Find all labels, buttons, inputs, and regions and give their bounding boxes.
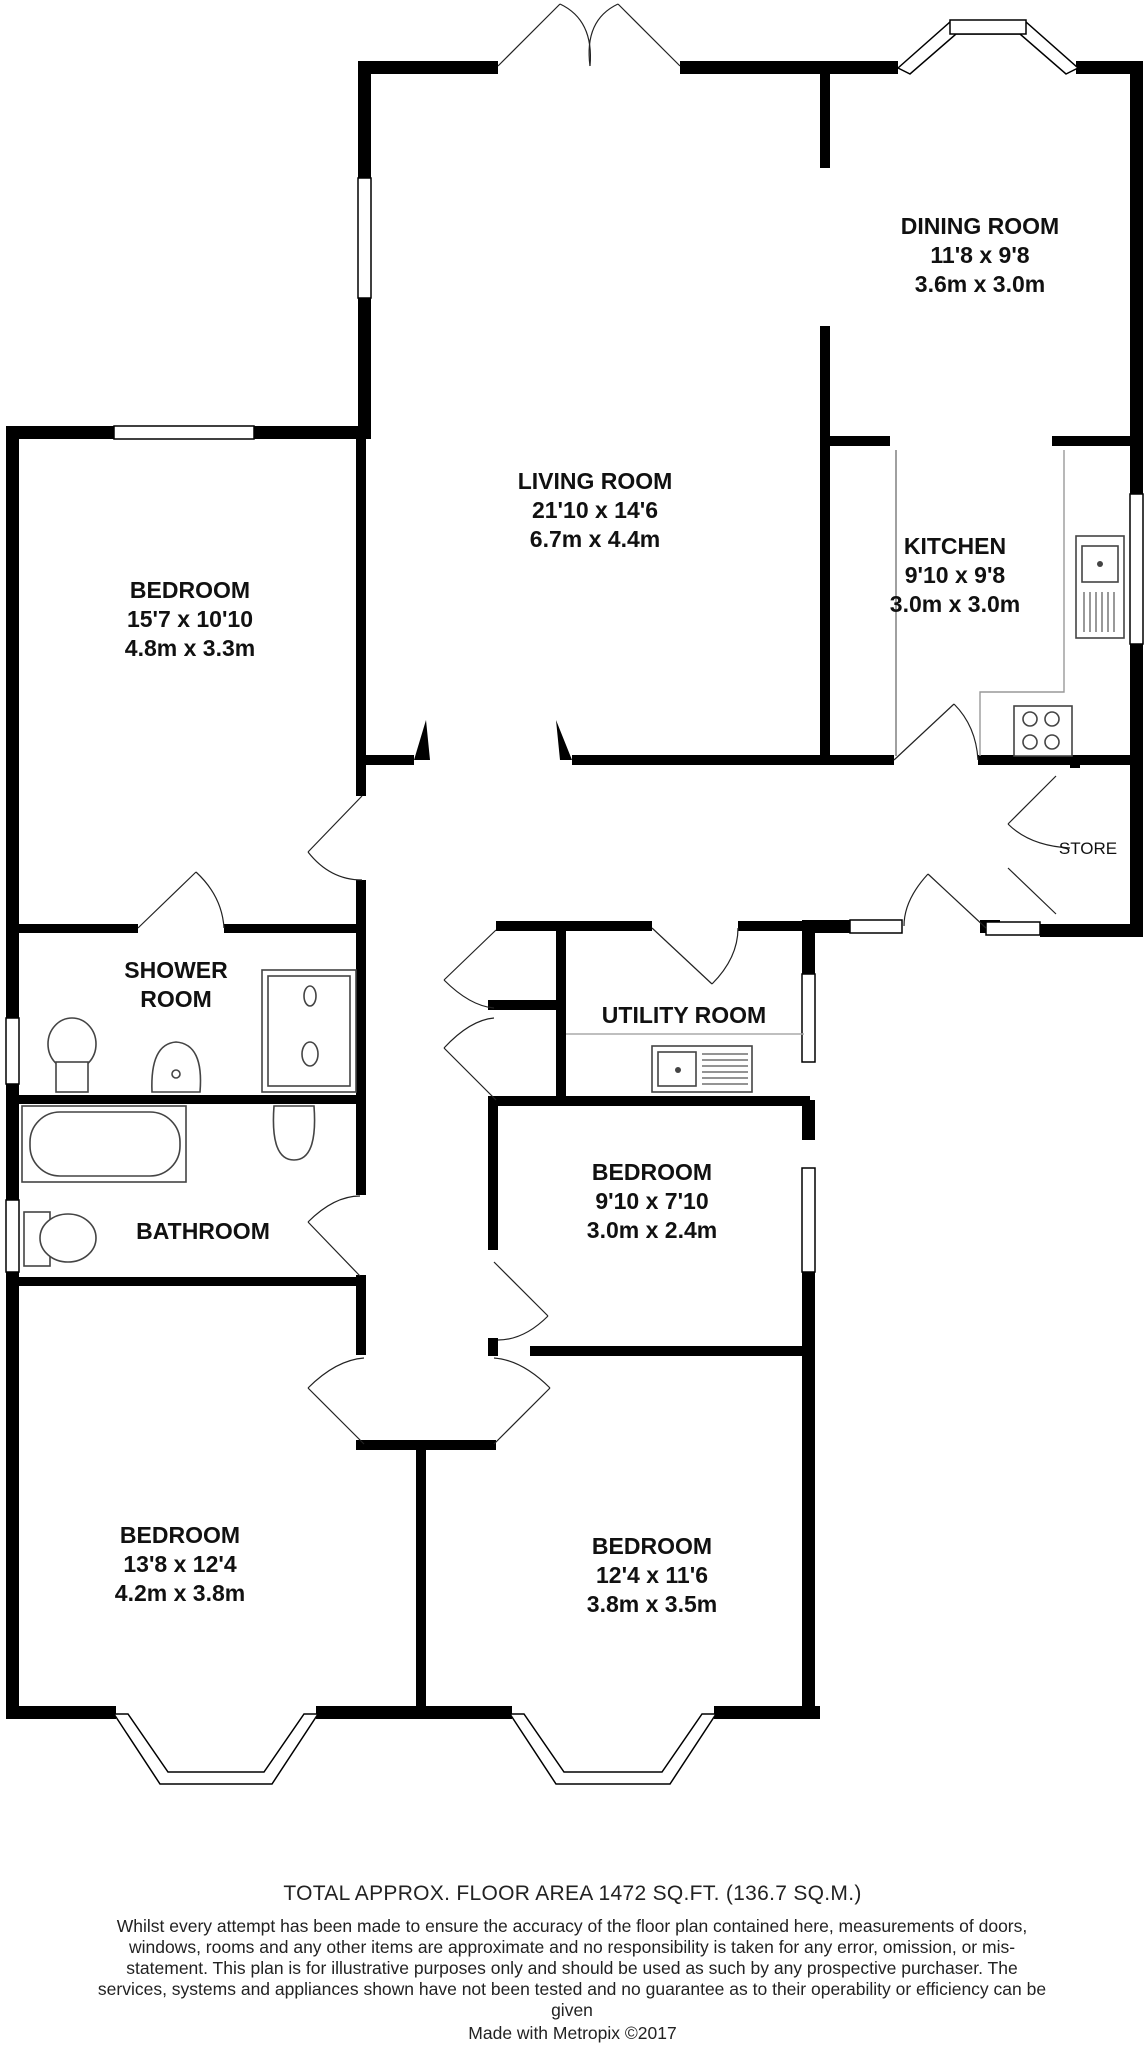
room-label-bedroom-1: BEDROOM 15'7 x 10'10 4.8m x 3.3m bbox=[125, 576, 255, 663]
internal-walls bbox=[14, 70, 1143, 1716]
room-dimensions-metric: 3.6m x 3.0m bbox=[914, 271, 1046, 297]
room-name: BATHROOM bbox=[136, 1218, 270, 1244]
room-label-bedroom-4: BEDROOM 12'4 x 11'6 3.8m x 3.5m bbox=[587, 1532, 717, 1619]
room-dimensions-metric: 6.7m x 4.4m bbox=[529, 526, 661, 552]
room-name: DINING ROOM bbox=[900, 213, 1060, 239]
metropix-credit: Made with Metropix ©2017 bbox=[468, 2023, 677, 2043]
room-name: BEDROOM bbox=[129, 577, 251, 603]
room-name: BEDROOM bbox=[119, 1522, 241, 1548]
room-label-kitchen: KITCHEN 9'10 x 9'8 3.0m x 3.0m bbox=[890, 532, 1020, 619]
room-dimensions-imperial: 9'10 x 9'8 bbox=[904, 562, 1006, 588]
room-name: STORE bbox=[1058, 839, 1118, 858]
room-label-store: STORE bbox=[1059, 834, 1117, 863]
room-label-bedroom-2: BEDROOM 9'10 x 7'10 3.0m x 2.4m bbox=[587, 1158, 717, 1245]
room-dimensions-imperial: 21'10 x 14'6 bbox=[531, 497, 659, 523]
room-name: BEDROOM bbox=[591, 1533, 713, 1559]
room-label-dining-room: DINING ROOM 11'8 x 9'8 3.6m x 3.0m bbox=[901, 212, 1059, 299]
room-name-line2: ROOM bbox=[140, 986, 212, 1012]
room-label-bedroom-3: BEDROOM 13'8 x 12'4 4.2m x 3.8m bbox=[115, 1521, 245, 1608]
room-label-shower-room: SHOWER ROOM bbox=[124, 956, 228, 1014]
room-name: KITCHEN bbox=[903, 533, 1007, 559]
room-dimensions-imperial: 15'7 x 10'10 bbox=[126, 606, 254, 632]
room-dimensions-imperial: 11'8 x 9'8 bbox=[930, 242, 1030, 268]
room-dimensions-imperial: 13'8 x 12'4 bbox=[123, 1551, 237, 1577]
room-name: UTILITY ROOM bbox=[601, 1002, 767, 1028]
outer-walls bbox=[6, 61, 1143, 1719]
room-label-living-room: LIVING ROOM 21'10 x 14'6 6.7m x 4.4m bbox=[518, 467, 673, 554]
room-dimensions-metric: 3.8m x 3.5m bbox=[586, 1591, 718, 1617]
room-dimensions-metric: 4.8m x 3.3m bbox=[124, 635, 256, 661]
room-dimensions-metric: 4.2m x 3.8m bbox=[114, 1580, 246, 1606]
room-dimensions-imperial: 12'4 x 11'6 bbox=[595, 1562, 708, 1588]
fixtures bbox=[21, 450, 1125, 1267]
room-label-utility-room: UTILITY ROOM bbox=[602, 1001, 766, 1030]
room-name: LIVING ROOM bbox=[517, 468, 673, 494]
room-name: SHOWER bbox=[124, 957, 228, 983]
doors bbox=[137, 3, 1071, 1445]
room-dimensions-metric: 3.0m x 2.4m bbox=[586, 1217, 718, 1243]
disclaimer-text: Whilst every attempt has been made to en… bbox=[97, 1916, 1047, 2020]
room-name: BEDROOM bbox=[591, 1159, 713, 1185]
windows bbox=[5, 19, 1144, 1785]
room-label-bathroom: BATHROOM bbox=[136, 1217, 270, 1246]
room-dimensions-imperial: 9'10 x 7'10 bbox=[595, 1188, 709, 1214]
room-dimensions-metric: 3.0m x 3.0m bbox=[889, 591, 1021, 617]
total-floor-area: TOTAL APPROX. FLOOR AREA 1472 SQ.FT. (13… bbox=[283, 1882, 862, 1905]
